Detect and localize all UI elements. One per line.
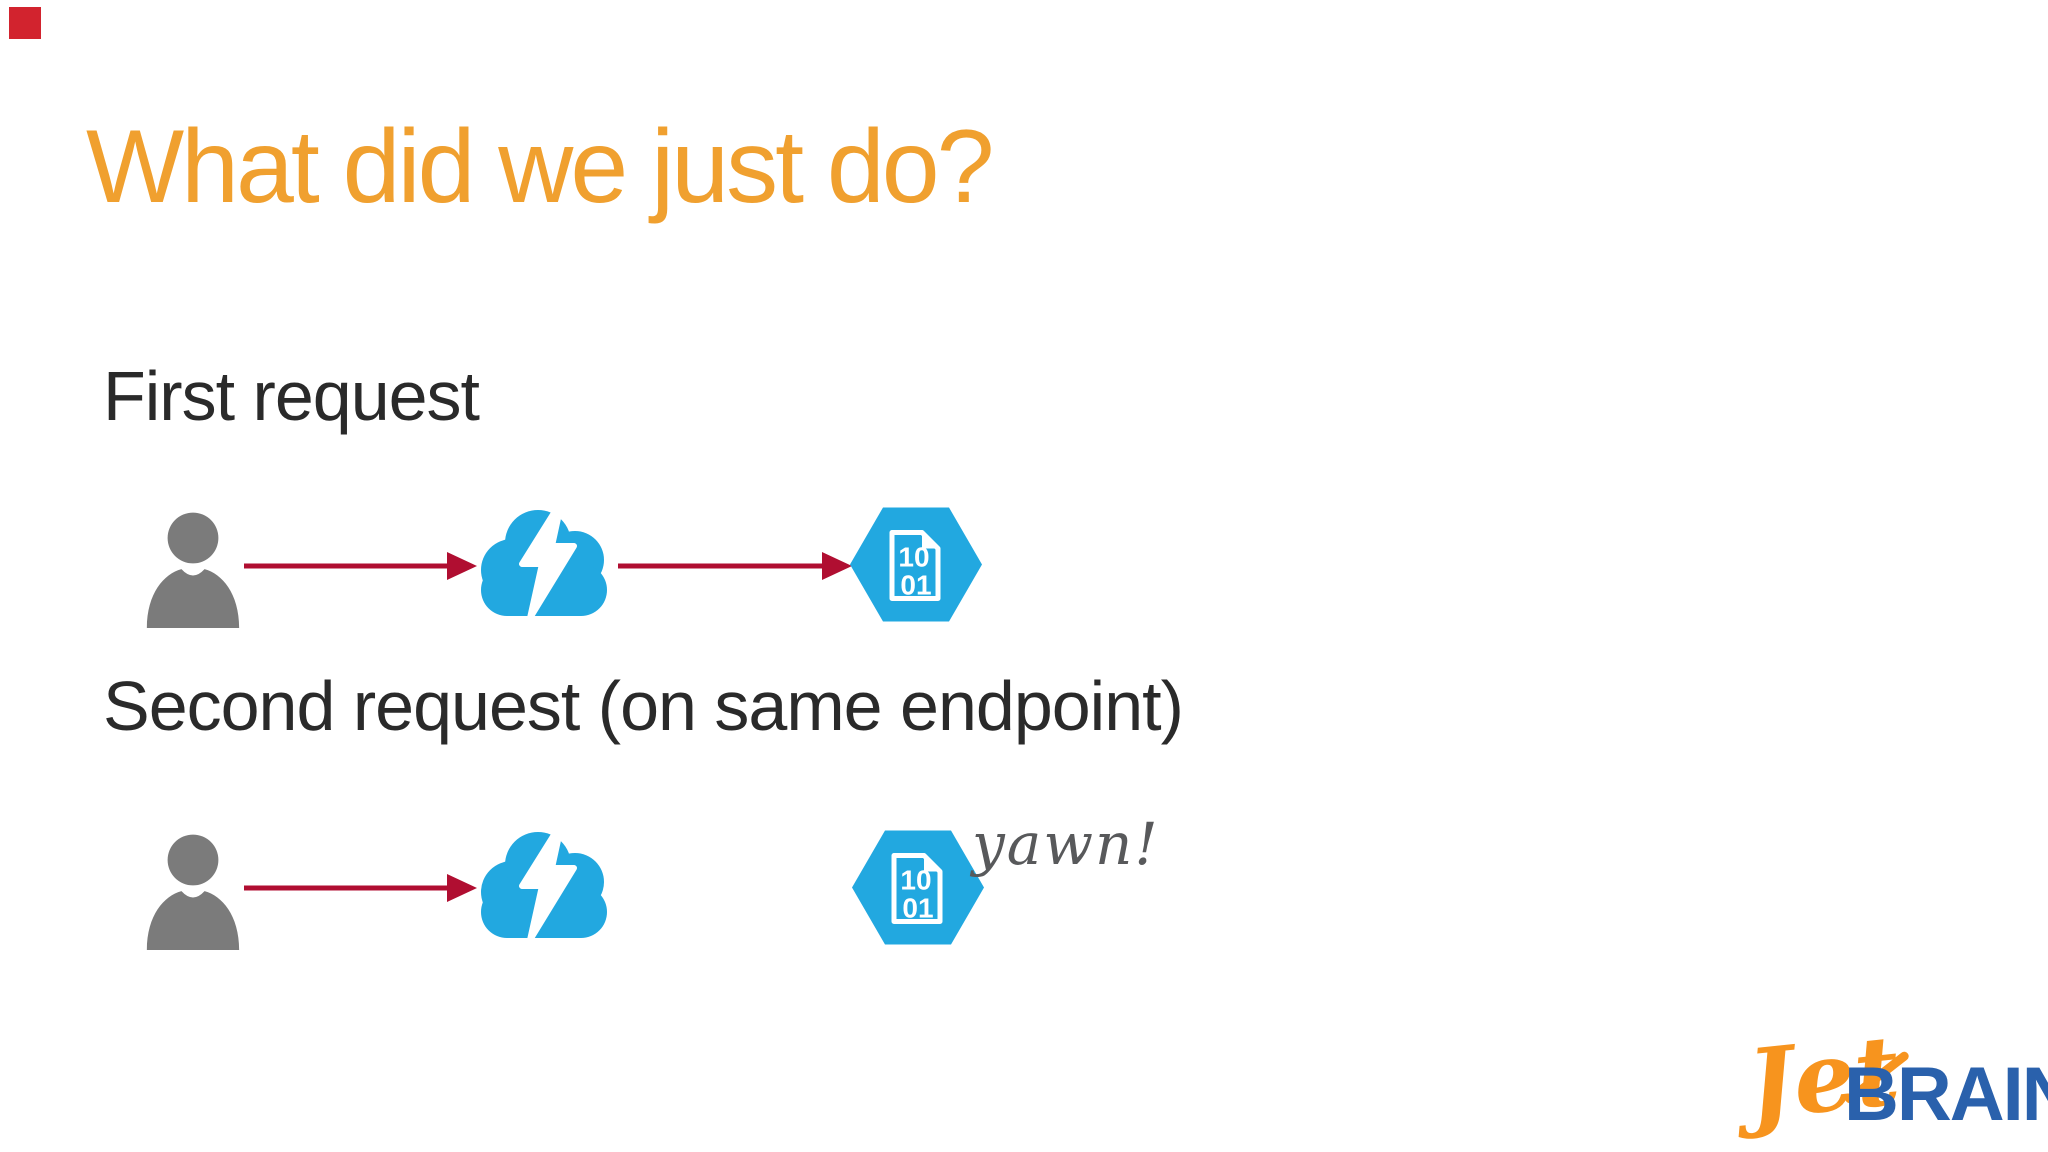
binary-text-line2: 01: [900, 570, 931, 601]
arrow-shaft: [244, 885, 453, 891]
request-arrow: [618, 552, 852, 580]
slide-title: What did we just do?: [86, 108, 994, 225]
arrow-shaft: [618, 563, 828, 569]
request-arrow: [244, 552, 477, 580]
binary-endpoint-hexagon-icon: 10 01: [850, 504, 982, 625]
arrow-shaft: [244, 563, 453, 569]
request-arrow: [244, 874, 477, 902]
red-corner-marker: [9, 7, 41, 39]
user-icon: [135, 508, 251, 628]
binary-text-line1: 10: [900, 865, 931, 896]
row-label-first-request: First request: [103, 357, 480, 435]
cloud-lightning-icon: [472, 497, 617, 621]
brains-wordmark: BRAINS: [1844, 1052, 2048, 1137]
yawn-annotation: yawn!: [972, 810, 1160, 878]
binary-text-line2: 01: [902, 893, 933, 924]
binary-text-line1: 10: [898, 542, 929, 573]
arrow-head: [447, 874, 477, 902]
arrow-head: [447, 552, 477, 580]
binary-endpoint-hexagon-icon: 10 01: [852, 827, 984, 948]
arrow-head: [822, 552, 852, 580]
user-icon: [135, 830, 251, 950]
jetbrains-logo: Jet BRAINS: [1742, 1013, 2048, 1152]
cloud-lightning-icon: [472, 819, 617, 943]
row-label-second-request: Second request (on same endpoint): [103, 667, 1184, 745]
